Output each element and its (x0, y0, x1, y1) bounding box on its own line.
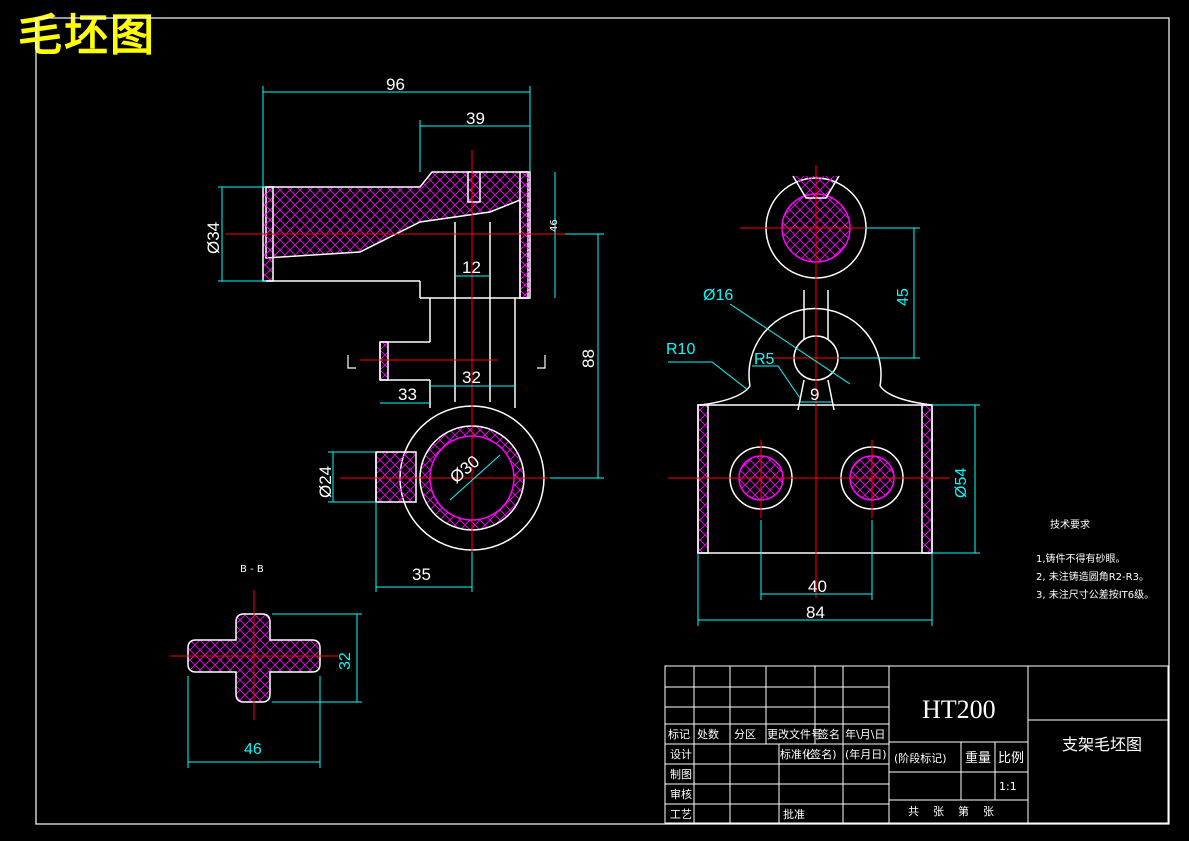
tb-header-date: 年\月\日 (845, 727, 885, 741)
dim-88: 88 (579, 349, 598, 368)
tb-design: 设计 (670, 748, 692, 761)
tb-header-count: 处数 (697, 728, 719, 741)
tb-header-mark: 标记 (668, 727, 690, 741)
tb-standardize: 标准化 (780, 747, 813, 761)
dim-d34: Ø34 (204, 222, 223, 254)
tb-drafting: 制图 (670, 768, 692, 781)
outer-frame (35, 17, 1170, 825)
drawing-name: 支架毛坯图 (1062, 735, 1142, 754)
tech-req-item-2: 2, 未注铸造圆角R2-R3。 (1036, 570, 1149, 583)
tb-sheets: 共 张 第 张 (908, 804, 994, 818)
dim-39: 39 (466, 109, 485, 128)
arm-hatch (265, 171, 529, 299)
tech-req-item-1: 1,铸件不得有砂眼。 (1036, 552, 1126, 565)
tb-review: 审核 (670, 787, 692, 801)
tb-scale-label: 比例 (998, 751, 1024, 766)
dim-12: 12 (462, 258, 481, 277)
tb-process: 工艺 (670, 808, 692, 821)
section-cut-marks (347, 355, 546, 369)
title-block (664, 665, 1169, 824)
dim-r5: R5 (754, 351, 775, 368)
dim-45: 45 (895, 288, 912, 306)
dim-46-vertical: 46 (549, 219, 560, 232)
tb-sign-name: (签名) (806, 747, 837, 761)
dim-96: 96 (386, 75, 405, 94)
dim-d16: Ø16 (703, 287, 733, 304)
tech-req-item-3: 3, 未注尺寸公差按IT6级。 (1036, 588, 1154, 601)
tb-approve: 批准 (783, 807, 805, 821)
dim-35: 35 (412, 565, 431, 584)
tb-header-zone: 分区 (734, 728, 756, 741)
dim-d24: Ø24 (316, 466, 335, 498)
tb-date-ymd: (年月日) (845, 747, 887, 761)
side-view (697, 175, 933, 554)
tb-header-signature: 签名 (818, 727, 840, 741)
tech-req-heading: 技术要求 (1050, 518, 1090, 531)
tb-scale-value: 1:1 (999, 780, 1017, 793)
tb-weight: 重量 (965, 750, 991, 766)
dim-84: 84 (806, 603, 825, 622)
dim-32-section: 32 (337, 652, 354, 670)
dim-33: 33 (398, 385, 417, 404)
boss-hatch (519, 171, 531, 299)
front-view (262, 171, 545, 551)
drawing-title-badge: 毛坯图 (18, 10, 156, 61)
material-label: HT200 (922, 695, 996, 724)
dim-r10: R10 (666, 341, 695, 358)
section-label: B - B (240, 564, 264, 575)
dim-32-front: 32 (462, 368, 481, 387)
dim-d54: Ø54 (953, 468, 970, 498)
dim-40: 40 (808, 577, 827, 596)
dim-9: 9 (810, 385, 819, 404)
dim-46-section: 46 (244, 741, 262, 758)
tb-header-change-doc: 更改文件号 (767, 727, 822, 741)
tb-stage-mark: (阶段标记) (894, 751, 947, 765)
